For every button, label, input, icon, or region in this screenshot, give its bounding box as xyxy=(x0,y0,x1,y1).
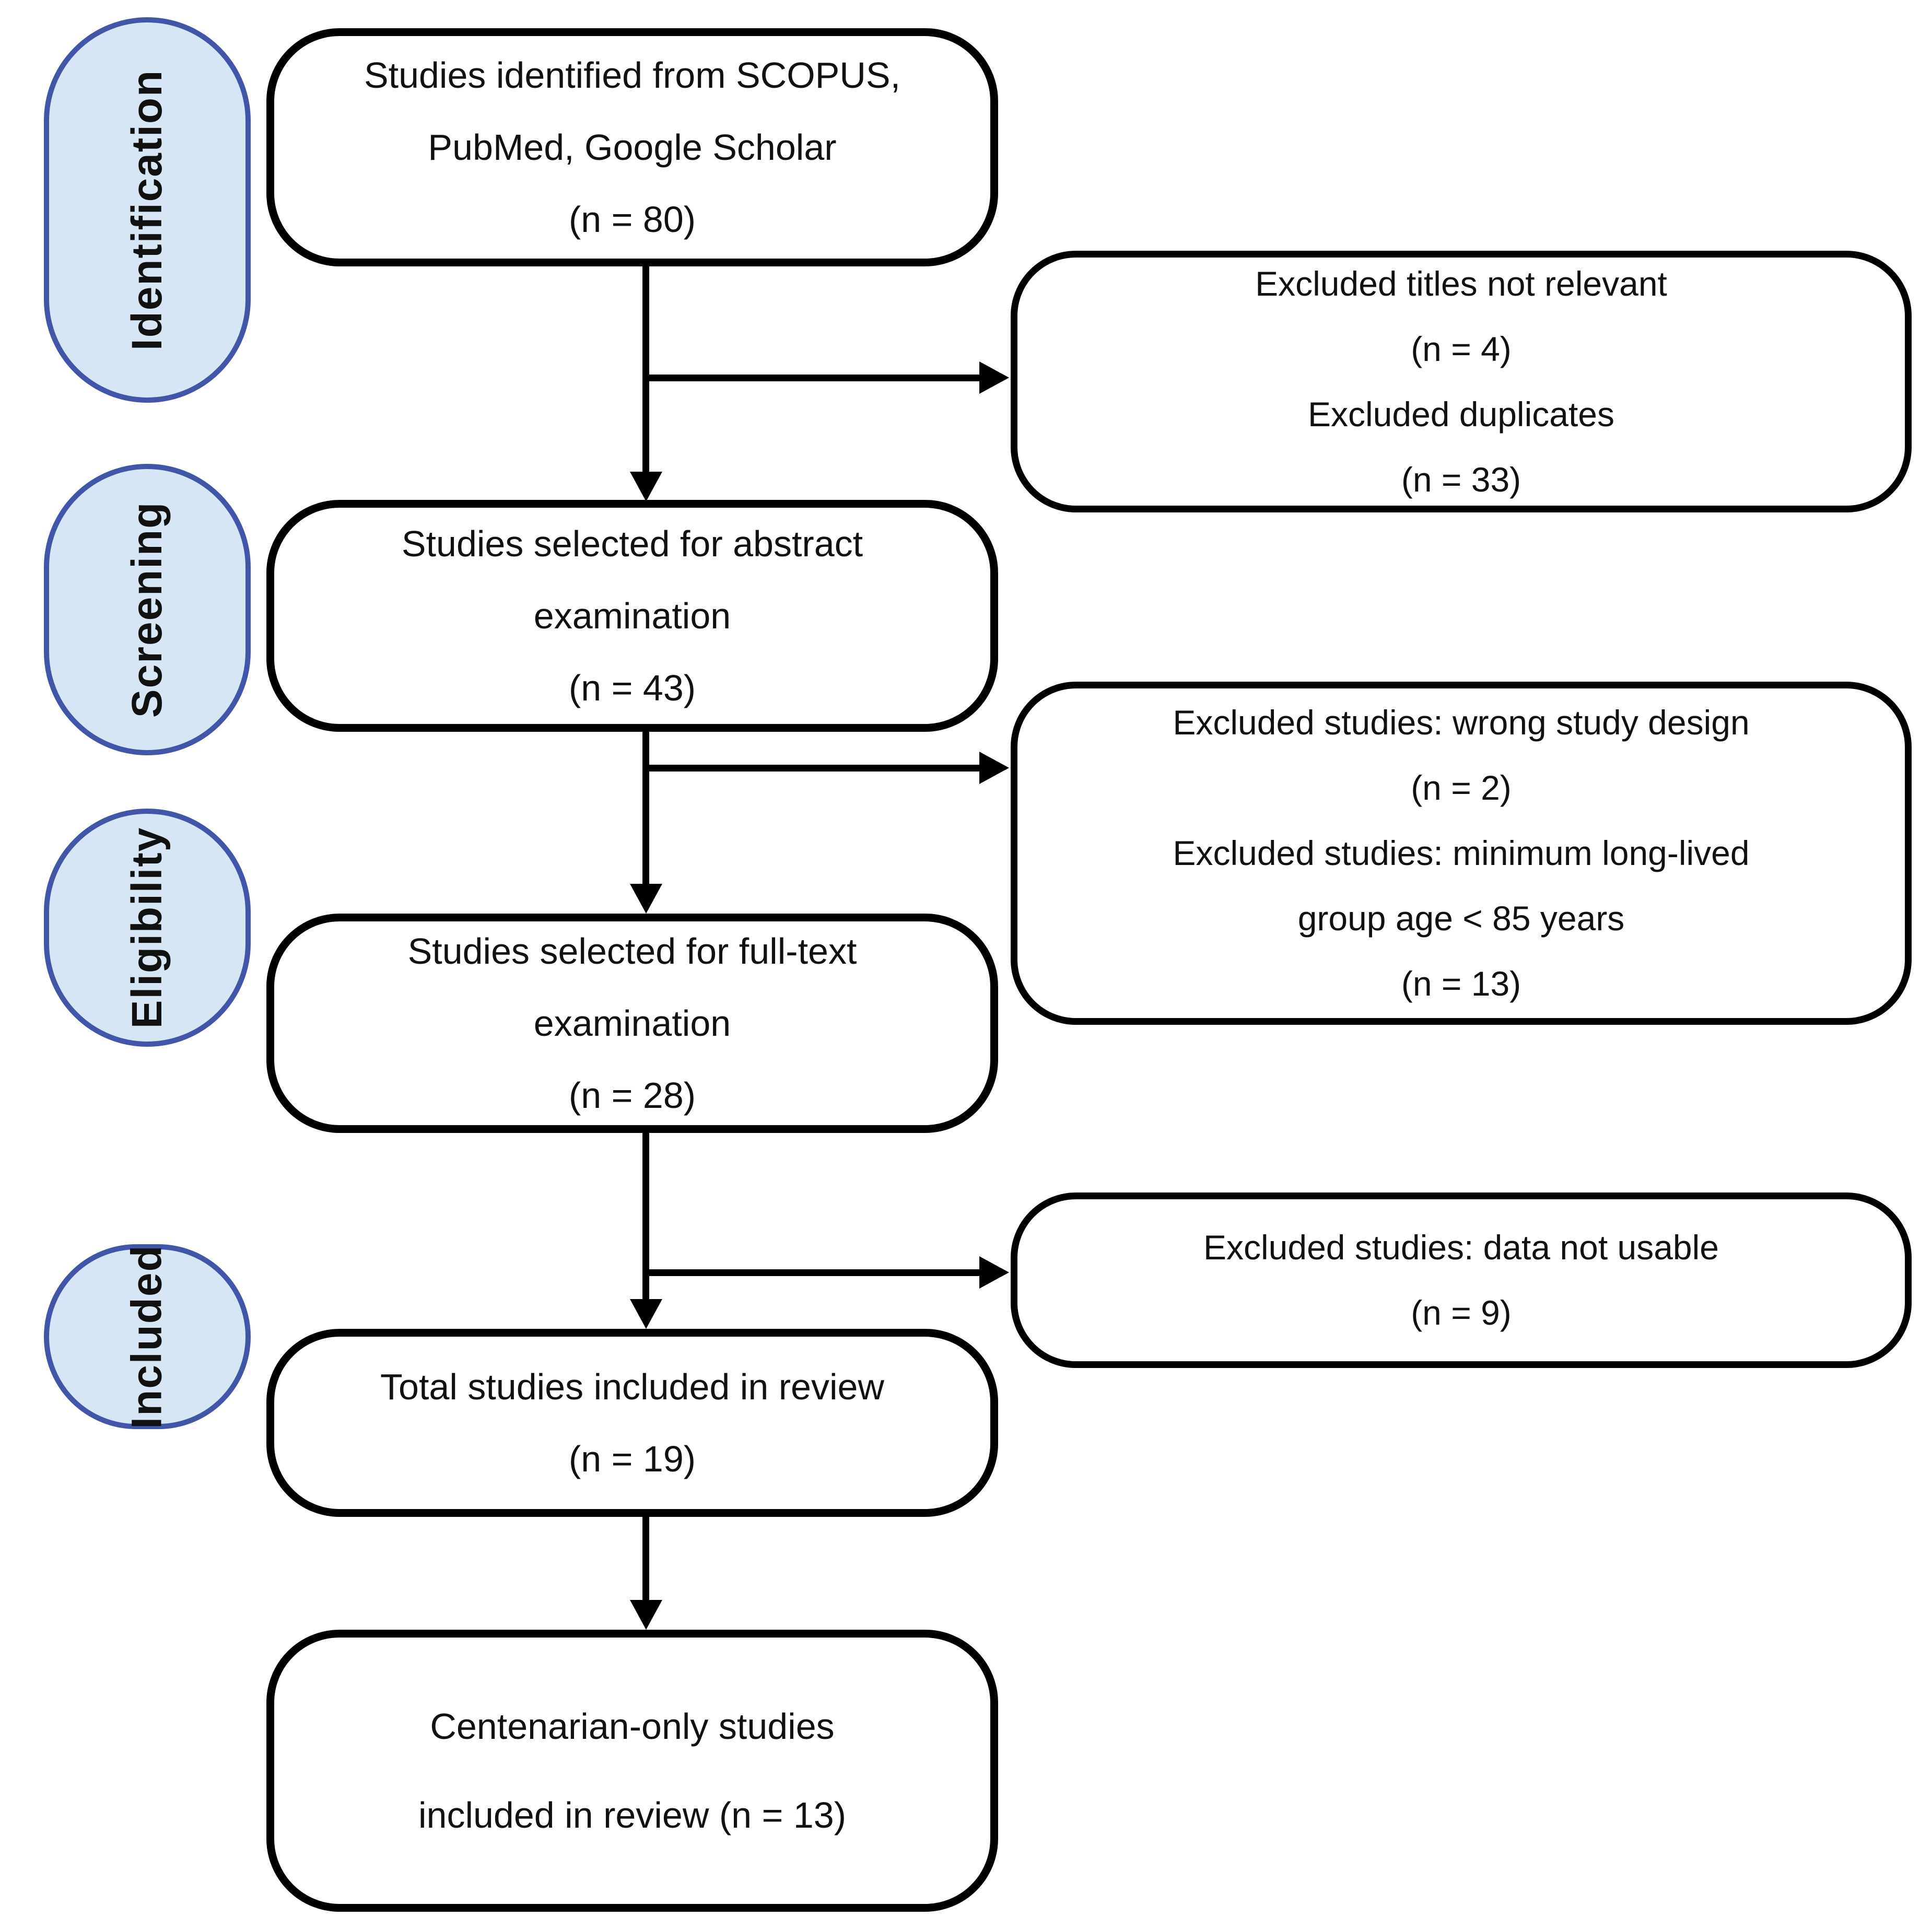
stage-label-included: Included xyxy=(123,1244,171,1429)
arrowhead-down-icon xyxy=(630,1299,662,1329)
arrow-abstract-to-fulltext xyxy=(642,732,649,884)
flow-box-total-included: Total studies included in review (n = 19… xyxy=(266,1329,998,1517)
exclusion-box-line: group age < 85 years xyxy=(1297,899,1625,938)
flow-box-line: Centenarian-only studies xyxy=(430,1706,835,1747)
arrow-included-to-centenarian xyxy=(642,1517,649,1600)
exclusion-box-line: Excluded studies: minimum long-lived xyxy=(1173,834,1750,872)
flow-box-studies-identified: Studies identified from SCOPUS, PubMed, … xyxy=(266,28,998,266)
flow-box-line: (n = 19) xyxy=(568,1439,696,1479)
flow-box-line: PubMed, Google Scholar xyxy=(428,127,837,168)
stage-capsule-eligibility: Eligibility xyxy=(44,809,251,1047)
flow-box-line: (n = 28) xyxy=(568,1075,696,1116)
flow-box-line: (n = 80) xyxy=(568,199,696,240)
arrow-identified-to-abstract xyxy=(642,266,649,473)
flow-box-fulltext-examination: Studies selected for full-text examinati… xyxy=(266,914,998,1133)
arrowhead-down-icon xyxy=(630,1600,662,1630)
exclusion-box-line: Excluded studies: data not usable xyxy=(1203,1228,1719,1267)
exclusion-box-line: (n = 13) xyxy=(1401,964,1521,1003)
exclusion-box-line: (n = 33) xyxy=(1401,460,1521,499)
flow-box-line: Studies selected for abstract xyxy=(401,523,863,564)
stage-label-screening: Screening xyxy=(123,501,171,718)
branch-arrow-to-exclusion-2 xyxy=(646,765,979,771)
arrowhead-right-icon xyxy=(979,752,1009,784)
exclusion-box-design-age: Excluded studies: wrong study design (n … xyxy=(1011,682,1912,1025)
branch-arrow-to-exclusion-3 xyxy=(646,1269,979,1276)
arrowhead-down-icon xyxy=(630,884,662,914)
flow-box-line: included in review (n = 13) xyxy=(418,1795,847,1836)
stage-label-eligibility: Eligibility xyxy=(123,826,171,1029)
exclusion-box-line: (n = 9) xyxy=(1411,1293,1512,1332)
arrow-fulltext-to-included xyxy=(642,1133,649,1300)
exclusion-box-line: (n = 4) xyxy=(1411,329,1512,368)
exclusion-box-titles-duplicates: Excluded titles not relevant (n = 4) Exc… xyxy=(1011,251,1912,512)
exclusion-box-line: (n = 2) xyxy=(1411,768,1512,807)
flow-box-line: examination xyxy=(533,1003,731,1044)
flow-box-abstract-examination: Studies selected for abstract examinatio… xyxy=(266,500,998,732)
flow-box-line: Studies identified from SCOPUS, xyxy=(364,55,901,96)
flow-box-line: Total studies included in review xyxy=(380,1366,884,1407)
arrowhead-right-icon xyxy=(979,361,1009,394)
stage-label-identification: Identification xyxy=(123,69,171,351)
branch-arrow-to-exclusion-1 xyxy=(646,375,979,381)
arrowhead-down-icon xyxy=(630,472,662,501)
exclusion-box-line: Excluded titles not relevant xyxy=(1255,264,1667,303)
exclusion-box-data-not-usable: Excluded studies: data not usable (n = 9… xyxy=(1011,1193,1912,1368)
arrowhead-right-icon xyxy=(979,1256,1009,1289)
flow-box-line: (n = 43) xyxy=(568,668,696,708)
stage-capsule-included: Included xyxy=(44,1244,251,1429)
flow-box-centenarian-only: Centenarian-only studies included in rev… xyxy=(266,1630,998,1912)
flow-box-line: examination xyxy=(533,595,731,636)
flow-box-line: Studies selected for full-text xyxy=(407,931,857,972)
stage-capsule-identification: Identification xyxy=(44,17,251,403)
exclusion-box-line: Excluded studies: wrong study design xyxy=(1173,703,1750,742)
exclusion-box-line: Excluded duplicates xyxy=(1307,394,1615,434)
stage-capsule-screening: Screening xyxy=(44,464,251,755)
